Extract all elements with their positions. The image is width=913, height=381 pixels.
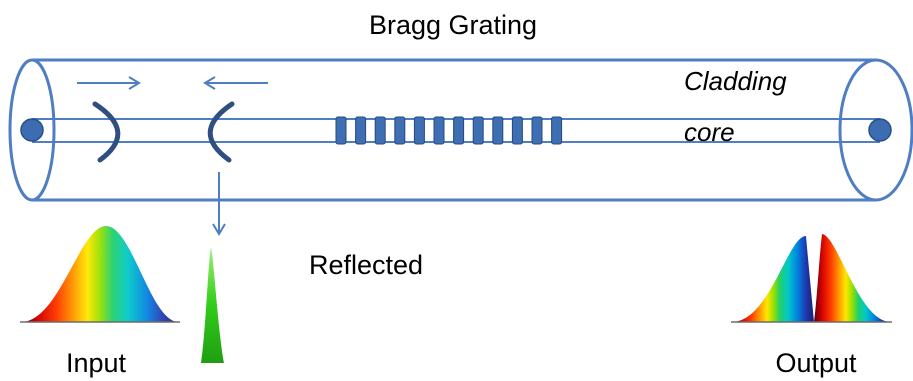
fiber-left-end bbox=[8, 58, 56, 202]
core-right-dot bbox=[868, 118, 892, 142]
diagram-title: Bragg Grating bbox=[369, 10, 537, 40]
grating-period bbox=[374, 116, 386, 145]
bragg-grating bbox=[335, 116, 563, 145]
grating-period bbox=[551, 116, 563, 145]
grating-period bbox=[531, 116, 543, 145]
output-label: Output bbox=[775, 348, 857, 378]
grating-period bbox=[413, 116, 425, 145]
reflected-spectrum bbox=[201, 247, 224, 363]
cladding-label: Cladding bbox=[684, 66, 787, 96]
grating-period bbox=[511, 116, 523, 145]
forward-wavefront-icon bbox=[92, 101, 121, 163]
core-label: core bbox=[684, 117, 735, 147]
input-label: Input bbox=[66, 348, 127, 378]
backward-arrow-icon bbox=[203, 76, 268, 90]
grating-period bbox=[472, 116, 484, 145]
forward-arrow-icon bbox=[77, 76, 141, 90]
fiber-cylinder bbox=[8, 58, 913, 202]
input-spectrum bbox=[20, 226, 180, 323]
grating-period bbox=[453, 116, 465, 145]
grating-period bbox=[433, 116, 445, 145]
fiber-right-end bbox=[838, 58, 913, 202]
reflected-label: Reflected bbox=[309, 250, 423, 280]
grating-period bbox=[355, 116, 367, 145]
output-spectrum bbox=[731, 234, 892, 323]
grating-period bbox=[394, 116, 406, 145]
core-left-dot bbox=[20, 118, 44, 142]
reflected-wavefront-icon bbox=[207, 101, 235, 163]
grating-period bbox=[335, 116, 347, 145]
down-arrow-icon bbox=[212, 172, 226, 236]
grating-period bbox=[492, 116, 504, 145]
